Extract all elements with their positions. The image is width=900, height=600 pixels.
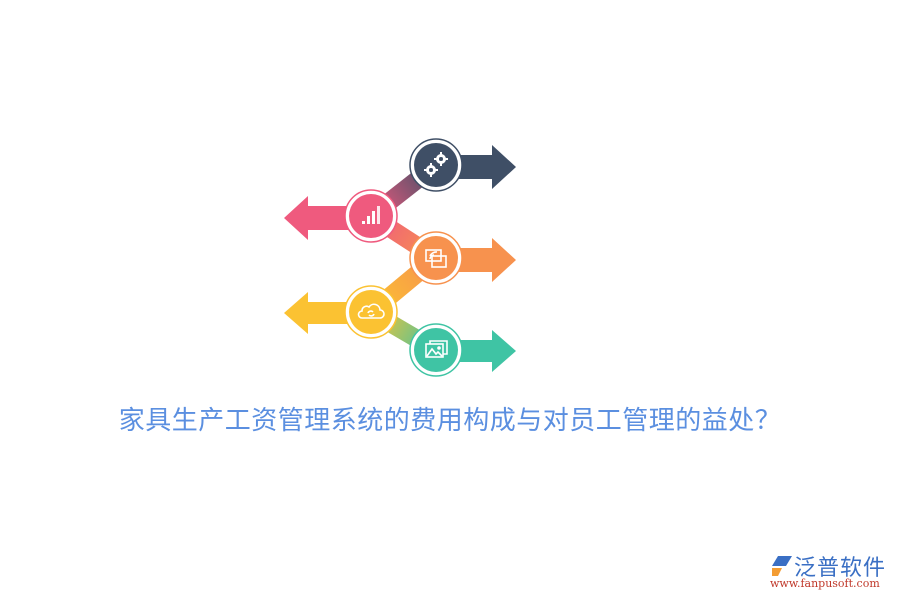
logo-name: 泛普软件 [794,556,887,581]
cloud-sync-icon [357,303,385,319]
gears-icon [424,152,448,177]
brand-logo: 泛普软件 www.fanpusoft.com [768,550,898,595]
step-5-images [409,323,463,377]
wireless-screen-icon [425,249,447,268]
step-4-cloud [344,285,398,339]
step-3-screen [409,231,463,285]
bar-chart-icon [362,206,380,224]
step-2-chart [344,189,398,243]
logo-url: www.fanpusoft.com [770,577,880,590]
logo-mark-icon [772,556,792,576]
step-1-gears [409,138,463,192]
page-title: 家具生产工资管理系统的费用构成与对员工管理的益处？ [118,406,782,436]
image-gallery-icon [425,340,448,358]
